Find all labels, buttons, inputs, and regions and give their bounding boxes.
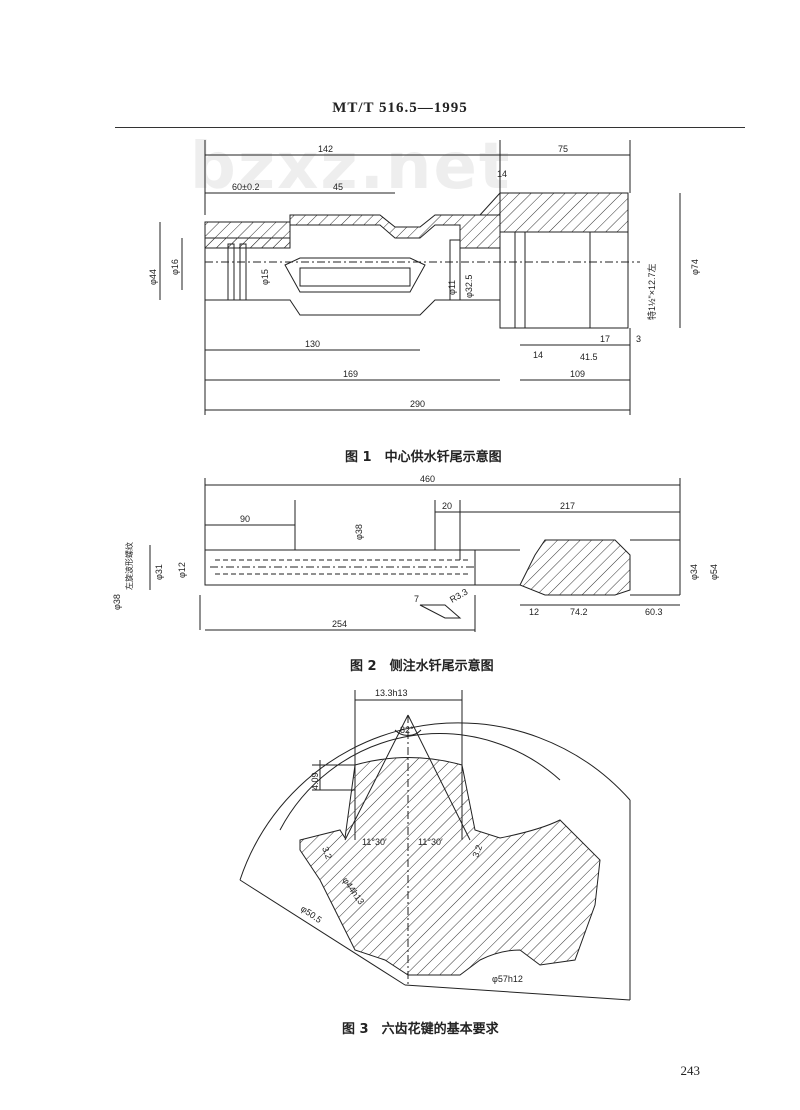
figure-1-drawing <box>159 140 681 415</box>
dim-75: 75 <box>558 144 568 154</box>
dim-130: 130 <box>305 339 320 349</box>
figure-1-caption: 图 1 中心供水钎尾示意图 <box>345 450 502 465</box>
dim-142: 142 <box>318 144 333 154</box>
dim-d44: φ44 <box>148 269 158 285</box>
dim-d57: φ57h12 <box>492 974 523 984</box>
dim-thread: 特1½"×12.7左 <box>646 264 657 320</box>
dim-32a: 3.2 <box>320 845 334 860</box>
dim-32b: 3.2 <box>470 844 484 859</box>
dim-d15: φ15 <box>260 269 270 285</box>
dim-d11: φ11 <box>447 280 457 295</box>
dim-60: 60±0.2 <box>232 182 259 192</box>
dim-d38a: φ38 <box>112 594 122 610</box>
dim-d54: φ54 <box>709 564 719 580</box>
dim-82: 82° <box>400 725 414 735</box>
dim-20: 20 <box>442 501 452 511</box>
dim-14b: 14 <box>533 350 543 360</box>
dim-13: 13.3h13 <box>375 688 408 698</box>
figure-3-drawing <box>239 690 631 1001</box>
dim-d31: φ31 <box>154 564 164 580</box>
dim-d505: φ50.5 <box>299 903 324 925</box>
dim-d16: φ16 <box>170 259 180 275</box>
dim-3: 3 <box>636 334 641 344</box>
dim-45: 45 <box>333 182 343 192</box>
dim-d32: φ32.5 <box>464 275 474 298</box>
watermark: bzxz.net <box>190 130 512 204</box>
standard-number-header: MT/T 516.5—1995 <box>332 100 468 116</box>
dim-41: 41.5 <box>580 352 598 362</box>
dim-d34: φ34 <box>689 564 699 580</box>
dim-d38b: φ38 <box>354 524 364 540</box>
dim-290: 290 <box>410 399 425 409</box>
dim-217: 217 <box>560 501 575 511</box>
dim-14a: 14 <box>497 169 507 179</box>
page-number: 243 <box>680 1063 701 1078</box>
dim-109: 109 <box>570 369 585 379</box>
dim-409: 4.09 <box>310 772 320 790</box>
dim-d12: φ12 <box>177 562 187 578</box>
figure-2-labels: 460 90 20 217 φ38 φ38 左旋波形螺纹 φ31 φ12 φ34… <box>112 474 719 629</box>
figure-2-caption: 图 2 侧注水钎尾示意图 <box>350 659 494 674</box>
dim-90: 90 <box>240 514 250 524</box>
figure-1-labels: 142 75 60±0.2 45 14 φ44 φ16 φ15 φ11 φ32.… <box>148 144 700 409</box>
dim-7: 7 <box>414 594 419 604</box>
dim-74: 74.2 <box>570 607 588 617</box>
figure-2-drawing <box>149 478 681 632</box>
dim-17: 17 <box>600 334 610 344</box>
dim-a2: 11°30′ <box>418 837 443 847</box>
dim-12b: 12 <box>529 607 539 617</box>
figure-3-caption: 图 3 六齿花键的基本要求 <box>342 1022 499 1037</box>
dim-r33: R3.3 <box>448 587 469 605</box>
label-left-thread: 左旋波形螺纹 <box>124 542 134 590</box>
dim-a1: 11°30′ <box>362 837 387 847</box>
dim-60: 60.3 <box>645 607 663 617</box>
dim-254: 254 <box>332 619 347 629</box>
dim-460: 460 <box>420 474 435 484</box>
dim-169: 169 <box>343 369 358 379</box>
header-rule <box>115 127 745 128</box>
dim-d74: φ74 <box>690 259 700 275</box>
